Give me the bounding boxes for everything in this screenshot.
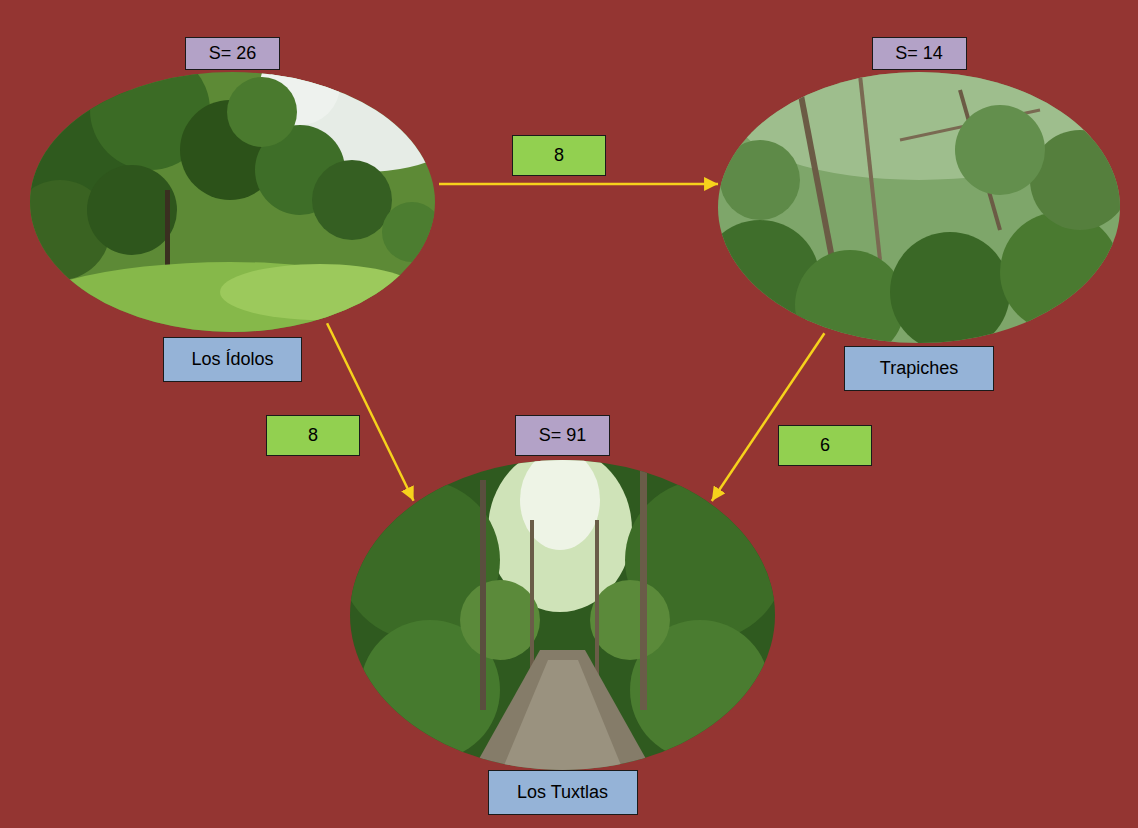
site-name: Trapiches <box>844 346 994 391</box>
flow-arrow <box>327 323 414 501</box>
forest-photo <box>700 60 1130 360</box>
tree-crown <box>312 160 392 240</box>
shared-species-count: 6 <box>778 425 872 466</box>
trail <box>470 650 655 775</box>
grass <box>220 264 420 320</box>
tree-trunk <box>165 190 170 270</box>
foliage <box>955 105 1045 195</box>
species-count: S= 26 <box>185 37 280 70</box>
tree-trunk <box>640 470 647 710</box>
tree-crown <box>87 165 177 255</box>
foliage <box>460 580 540 660</box>
site-name: Los Tuxtlas <box>488 770 638 815</box>
site-node: S= 26 Los Ídolos <box>30 37 435 382</box>
foliage <box>720 140 800 220</box>
tree-crown <box>382 202 442 262</box>
site-node: S= 14 Trapiches <box>718 37 1120 391</box>
forest-photo <box>5 45 480 382</box>
shared-species-count: 8 <box>266 415 360 456</box>
photo-frame <box>30 72 435 332</box>
photo-ground <box>340 450 785 780</box>
foliage <box>1030 130 1130 230</box>
foliage <box>890 232 1010 352</box>
edge-label-holder: 6 <box>778 425 872 466</box>
species-count: S= 91 <box>515 415 610 456</box>
trail <box>500 660 625 775</box>
photo-frame <box>350 460 775 770</box>
edge-label-holder: 8 <box>512 135 606 176</box>
grass <box>5 262 455 382</box>
site-node: S= 91 Los Tuxtlas <box>350 415 775 815</box>
tree-trunk <box>860 75 880 260</box>
flow-arrow <box>712 333 825 501</box>
photo-ground <box>710 60 1130 355</box>
site-name: Los Ídolos <box>163 337 302 382</box>
tree-trunk <box>480 480 486 710</box>
flow-arrow <box>439 183 718 186</box>
species-count: S= 14 <box>872 37 967 70</box>
tree-trunk <box>595 520 599 690</box>
shared-species-count: 8 <box>512 135 606 176</box>
edge-label-holder: 8 <box>266 415 360 456</box>
foliage <box>590 580 670 660</box>
tree-crown <box>227 77 297 147</box>
foliage <box>1000 212 1120 332</box>
photo-frame <box>718 72 1120 343</box>
foliage <box>795 250 905 360</box>
forest-photo <box>340 448 785 780</box>
